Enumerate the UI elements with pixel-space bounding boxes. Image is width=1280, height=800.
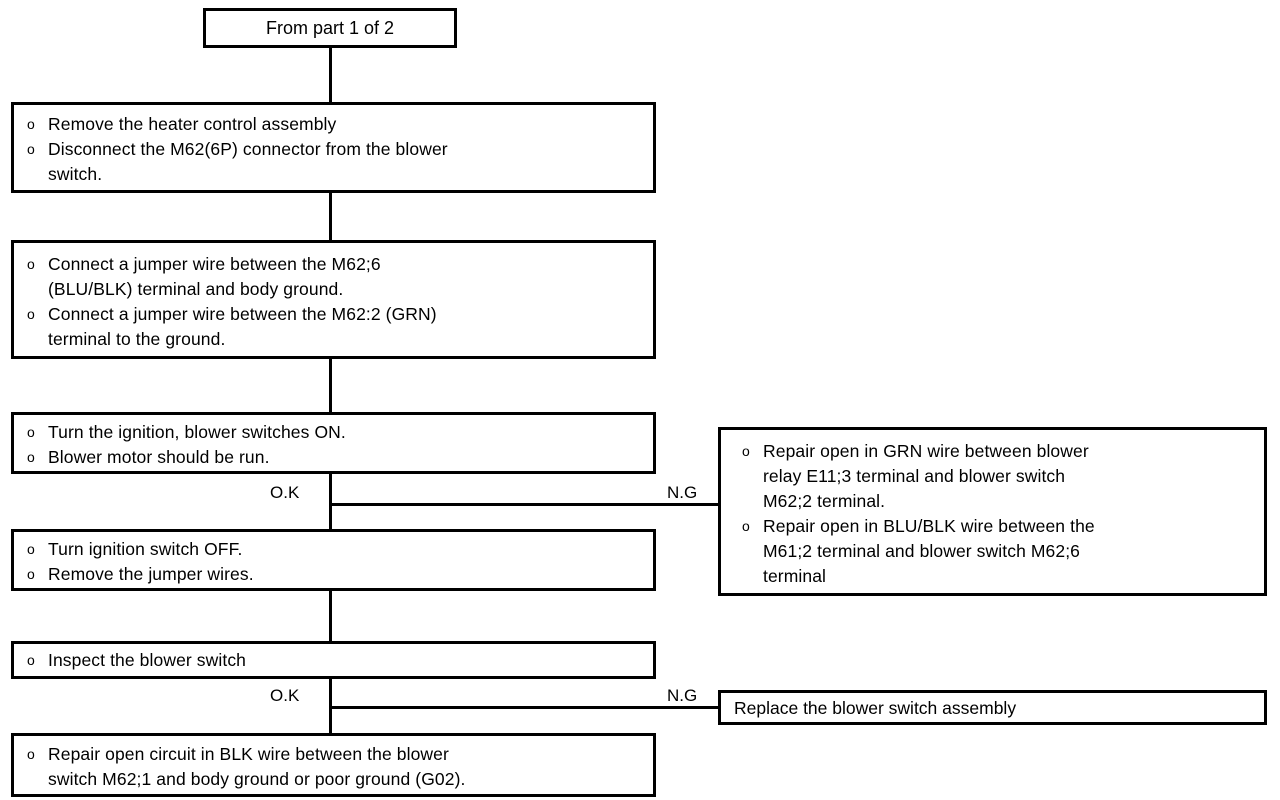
- list-item: o Inspect the blower switch: [14, 648, 653, 673]
- connector-step4-to-step5: [329, 589, 332, 641]
- edge-label-ng-step5: N.G: [665, 686, 700, 706]
- bullet-icon: o: [27, 306, 35, 322]
- edge-label-ok-step3: O.K: [268, 483, 302, 503]
- list-item-text: Turn ignition switch OFF.: [48, 539, 243, 559]
- bullet-icon: o: [27, 116, 35, 132]
- bullet-icon: o: [27, 746, 35, 762]
- connector-step3-ng-horizontal: [329, 503, 721, 506]
- node-step-turn-ignition-off[interactable]: o Turn ignition switch OFF. o Remove the…: [11, 529, 656, 591]
- list-item-text: Disconnect the M62(6P) connector from th…: [48, 139, 448, 184]
- list-item-text: Connect a jumper wire between the M62;6 …: [48, 254, 381, 299]
- bullet-icon: o: [27, 141, 35, 157]
- connector-step5-to-step6: [329, 676, 332, 733]
- connector-step3-to-step4: [329, 471, 332, 529]
- node-repair-open-blk-wire[interactable]: o Repair open circuit in BLK wire betwee…: [11, 733, 656, 797]
- bullet-icon: o: [27, 566, 35, 582]
- list-item: o Disconnect the M62(6P) connector from …: [14, 137, 653, 187]
- entry-label: From part 1 of 2: [265, 18, 395, 38]
- edge-label-ok-step5: O.K: [268, 686, 302, 706]
- edge-label-ng-step3: N.G: [665, 483, 700, 503]
- list-item: o Connect a jumper wire between the M62:…: [14, 302, 653, 352]
- node-replace-blower-switch[interactable]: Replace the blower switch assembly: [718, 690, 1267, 725]
- node-entry-from-part-1[interactable]: From part 1 of 2: [203, 8, 457, 48]
- list-item: o Repair open in GRN wire between blower…: [729, 439, 1264, 514]
- bullet-icon: o: [27, 652, 35, 668]
- list-item: o Connect a jumper wire between the M62;…: [14, 252, 653, 302]
- bullet-icon: o: [742, 518, 750, 534]
- list-item-text: Repair open in GRN wire between blower r…: [763, 441, 1089, 511]
- node-step-inspect-blower-switch[interactable]: o Inspect the blower switch: [11, 641, 656, 679]
- bullet-icon: o: [27, 541, 35, 557]
- list-item: o Repair open in BLU/BLK wire between th…: [729, 514, 1264, 589]
- list-item: o Remove the heater control assembly: [14, 112, 653, 137]
- list-item: o Repair open circuit in BLK wire betwee…: [14, 742, 653, 792]
- connector-step2-to-step3: [329, 358, 332, 412]
- list-item-text: Repair open circuit in BLK wire between …: [48, 744, 466, 789]
- node-step-connect-jumper-wires[interactable]: o Connect a jumper wire between the M62;…: [11, 240, 656, 359]
- list-item-text: Blower motor should be run.: [48, 447, 270, 467]
- list-item-text: Connect a jumper wire between the M62:2 …: [48, 304, 437, 349]
- connector-step1-to-step2: [329, 192, 332, 240]
- list-item-text: Remove the jumper wires.: [48, 564, 254, 584]
- list-item: o Remove the jumper wires.: [14, 562, 653, 587]
- connector-entry-to-step1: [329, 46, 332, 102]
- node-repair-open-wires[interactable]: o Repair open in GRN wire between blower…: [718, 427, 1267, 596]
- connector-step5-ng-horizontal: [329, 706, 721, 709]
- list-item: o Blower motor should be run.: [14, 445, 653, 470]
- bullet-icon: o: [742, 443, 750, 459]
- bullet-icon: o: [27, 449, 35, 465]
- replace-switch-label: Replace the blower switch assembly: [734, 698, 1017, 718]
- list-item-text: Remove the heater control assembly: [48, 114, 337, 134]
- node-step-turn-ignition-on[interactable]: o Turn the ignition, blower switches ON.…: [11, 412, 656, 474]
- list-item: o Turn the ignition, blower switches ON.: [14, 420, 653, 445]
- bullet-icon: o: [27, 256, 35, 272]
- list-item-text: Inspect the blower switch: [48, 650, 247, 670]
- node-step-remove-heater-control[interactable]: o Remove the heater control assembly o D…: [11, 102, 656, 193]
- list-item-text: Repair open in BLU/BLK wire between the …: [763, 516, 1095, 586]
- bullet-icon: o: [27, 424, 35, 440]
- list-item-text: Turn the ignition, blower switches ON.: [48, 422, 346, 442]
- list-item: o Turn ignition switch OFF.: [14, 537, 653, 562]
